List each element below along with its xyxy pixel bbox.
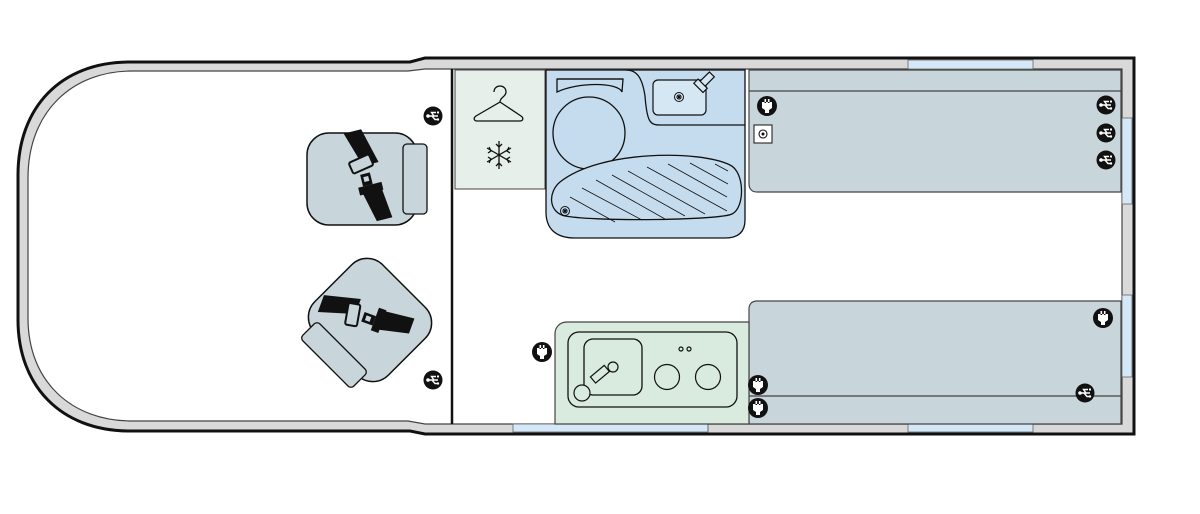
usb-socket-icon	[1095, 94, 1117, 116]
window-rear-upper	[1121, 117, 1133, 205]
mains-socket-icon	[532, 342, 552, 362]
usb-socket-icon	[422, 105, 444, 127]
kitchen	[554, 321, 750, 425]
bed-lower	[748, 300, 1122, 425]
passenger-seat	[301, 257, 433, 388]
window-bottom-kitchen	[512, 423, 709, 433]
window-bottom-rear	[907, 423, 1034, 433]
toilet	[552, 78, 626, 170]
sink	[573, 338, 643, 402]
usb-socket-icon	[1074, 382, 1096, 404]
drain-icon	[674, 92, 684, 102]
bed-upper	[748, 69, 1122, 193]
window-top-rear	[907, 59, 1034, 70]
tap-icon	[692, 71, 716, 94]
shower-tray	[550, 154, 743, 223]
window-rear-lower	[1121, 294, 1133, 378]
usb-socket-icon	[422, 369, 444, 391]
drain-icon	[560, 206, 570, 216]
tv-socket-icon	[753, 124, 773, 144]
mains-socket-icon	[748, 375, 768, 395]
mains-socket-icon	[1093, 308, 1113, 328]
bathroom	[545, 69, 746, 239]
driver-seat	[306, 126, 428, 226]
hob	[653, 346, 722, 391]
mains-socket-icon	[757, 96, 777, 116]
fridge-icon	[486, 141, 512, 169]
washbasin	[652, 71, 716, 116]
wardrobe-fridge	[454, 69, 546, 190]
hanger-icon	[473, 85, 524, 122]
usb-socket-icon	[1095, 122, 1117, 144]
windows	[512, 59, 1133, 433]
usb-socket-icon	[1095, 149, 1117, 171]
mains-socket-icon	[748, 398, 768, 418]
